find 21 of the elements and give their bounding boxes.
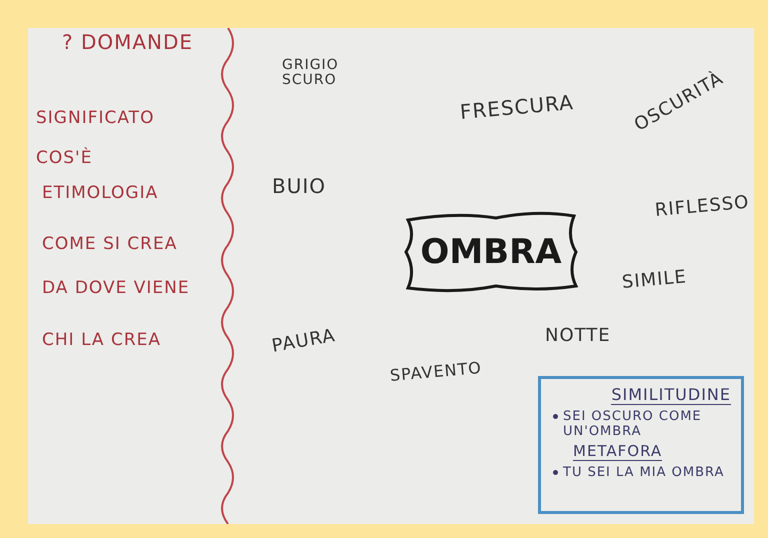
question-item: SIGNIFICATO [36, 108, 154, 128]
note-heading: METAFORA [573, 442, 662, 461]
word: SPAVENTO [389, 358, 483, 385]
example-sentence: TU SEI LA MIA OMBRA [563, 465, 724, 480]
word: RIFLESSO [654, 192, 750, 221]
heading: ? DOMANDE [62, 30, 194, 54]
example-sentence: SEI OSCURO COME UN'OMBRA [563, 409, 703, 439]
word: BUIO [272, 174, 326, 198]
word: PAURA [270, 325, 338, 357]
central-word: OMBRA [420, 232, 562, 272]
word: FRESCURA [458, 90, 575, 124]
question-item: ETIMOLOGIA [42, 183, 158, 203]
word: GRIGIO SCURO [282, 58, 340, 88]
question-item: CHI LA CREA [42, 330, 162, 350]
word: NOTTE [545, 325, 611, 346]
word: SIMILE [621, 266, 688, 293]
question-item: COS'È [36, 148, 92, 168]
note-heading: SIMILITUDINE [611, 385, 731, 405]
note-box [538, 376, 744, 514]
question-item: COME SI CREA [42, 234, 178, 254]
question-item: DA DOVE VIENE [42, 278, 190, 298]
